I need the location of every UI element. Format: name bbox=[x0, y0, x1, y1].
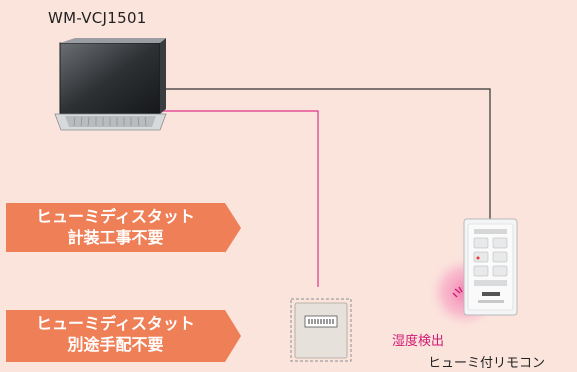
callout-no-instrumentation: ヒューミディスタット 計装工事不要 bbox=[6, 203, 241, 253]
model-name-label: WM-VCJ1501 bbox=[48, 9, 147, 27]
callout-subtitle: 別途手配不要 bbox=[67, 335, 164, 354]
wire-to-humidistat bbox=[122, 110, 319, 287]
humidistat-image bbox=[290, 298, 352, 362]
callout-title: ヒューミディスタット bbox=[36, 207, 195, 226]
callout-title: ヒューミディスタット bbox=[36, 314, 195, 333]
remote-controller-image bbox=[463, 218, 518, 316]
callout-no-separate-order: ヒューミディスタット 別途手配不要 bbox=[6, 310, 241, 362]
humidity-detection-label: 湿度検出 bbox=[392, 334, 445, 349]
remote-controller-label: ヒューミ付リモコン bbox=[428, 356, 546, 371]
humidity-signal-icon bbox=[452, 286, 463, 298]
ventilation-unit-image bbox=[54, 38, 167, 131]
wire-to-remote bbox=[160, 88, 491, 223]
callout-subtitle: 計装工事不要 bbox=[67, 228, 164, 247]
